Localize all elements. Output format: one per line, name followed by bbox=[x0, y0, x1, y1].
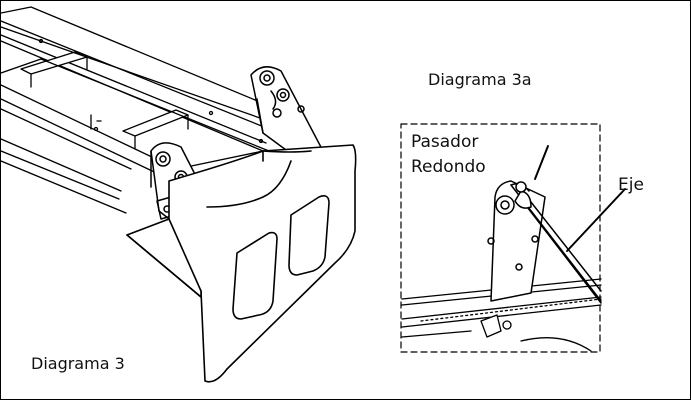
inset-bolt bbox=[480, 314, 592, 352]
callout-pin-line1: Pasador bbox=[411, 132, 479, 152]
leader-pasador-line bbox=[534, 145, 549, 180]
detail-inset-drawing bbox=[400, 123, 626, 353]
main-assembly-drawing bbox=[1, 6, 357, 383]
inset-axle bbox=[510, 181, 602, 304]
rear-pivot-bracket bbox=[250, 66, 324, 162]
callout-pin-line2: Redondo bbox=[411, 157, 486, 177]
frame-cross-members bbox=[20, 51, 264, 190]
inset-dashed-border bbox=[400, 123, 601, 353]
leader-eje-line bbox=[566, 188, 626, 252]
end-plate bbox=[126, 144, 357, 383]
callout-axle: Eje bbox=[618, 175, 644, 195]
main-diagram-caption: Diagrama 3 bbox=[31, 354, 125, 373]
frame-rail-front bbox=[1, 6, 302, 152]
inset-diagram-caption: Diagrama 3a bbox=[428, 70, 532, 89]
